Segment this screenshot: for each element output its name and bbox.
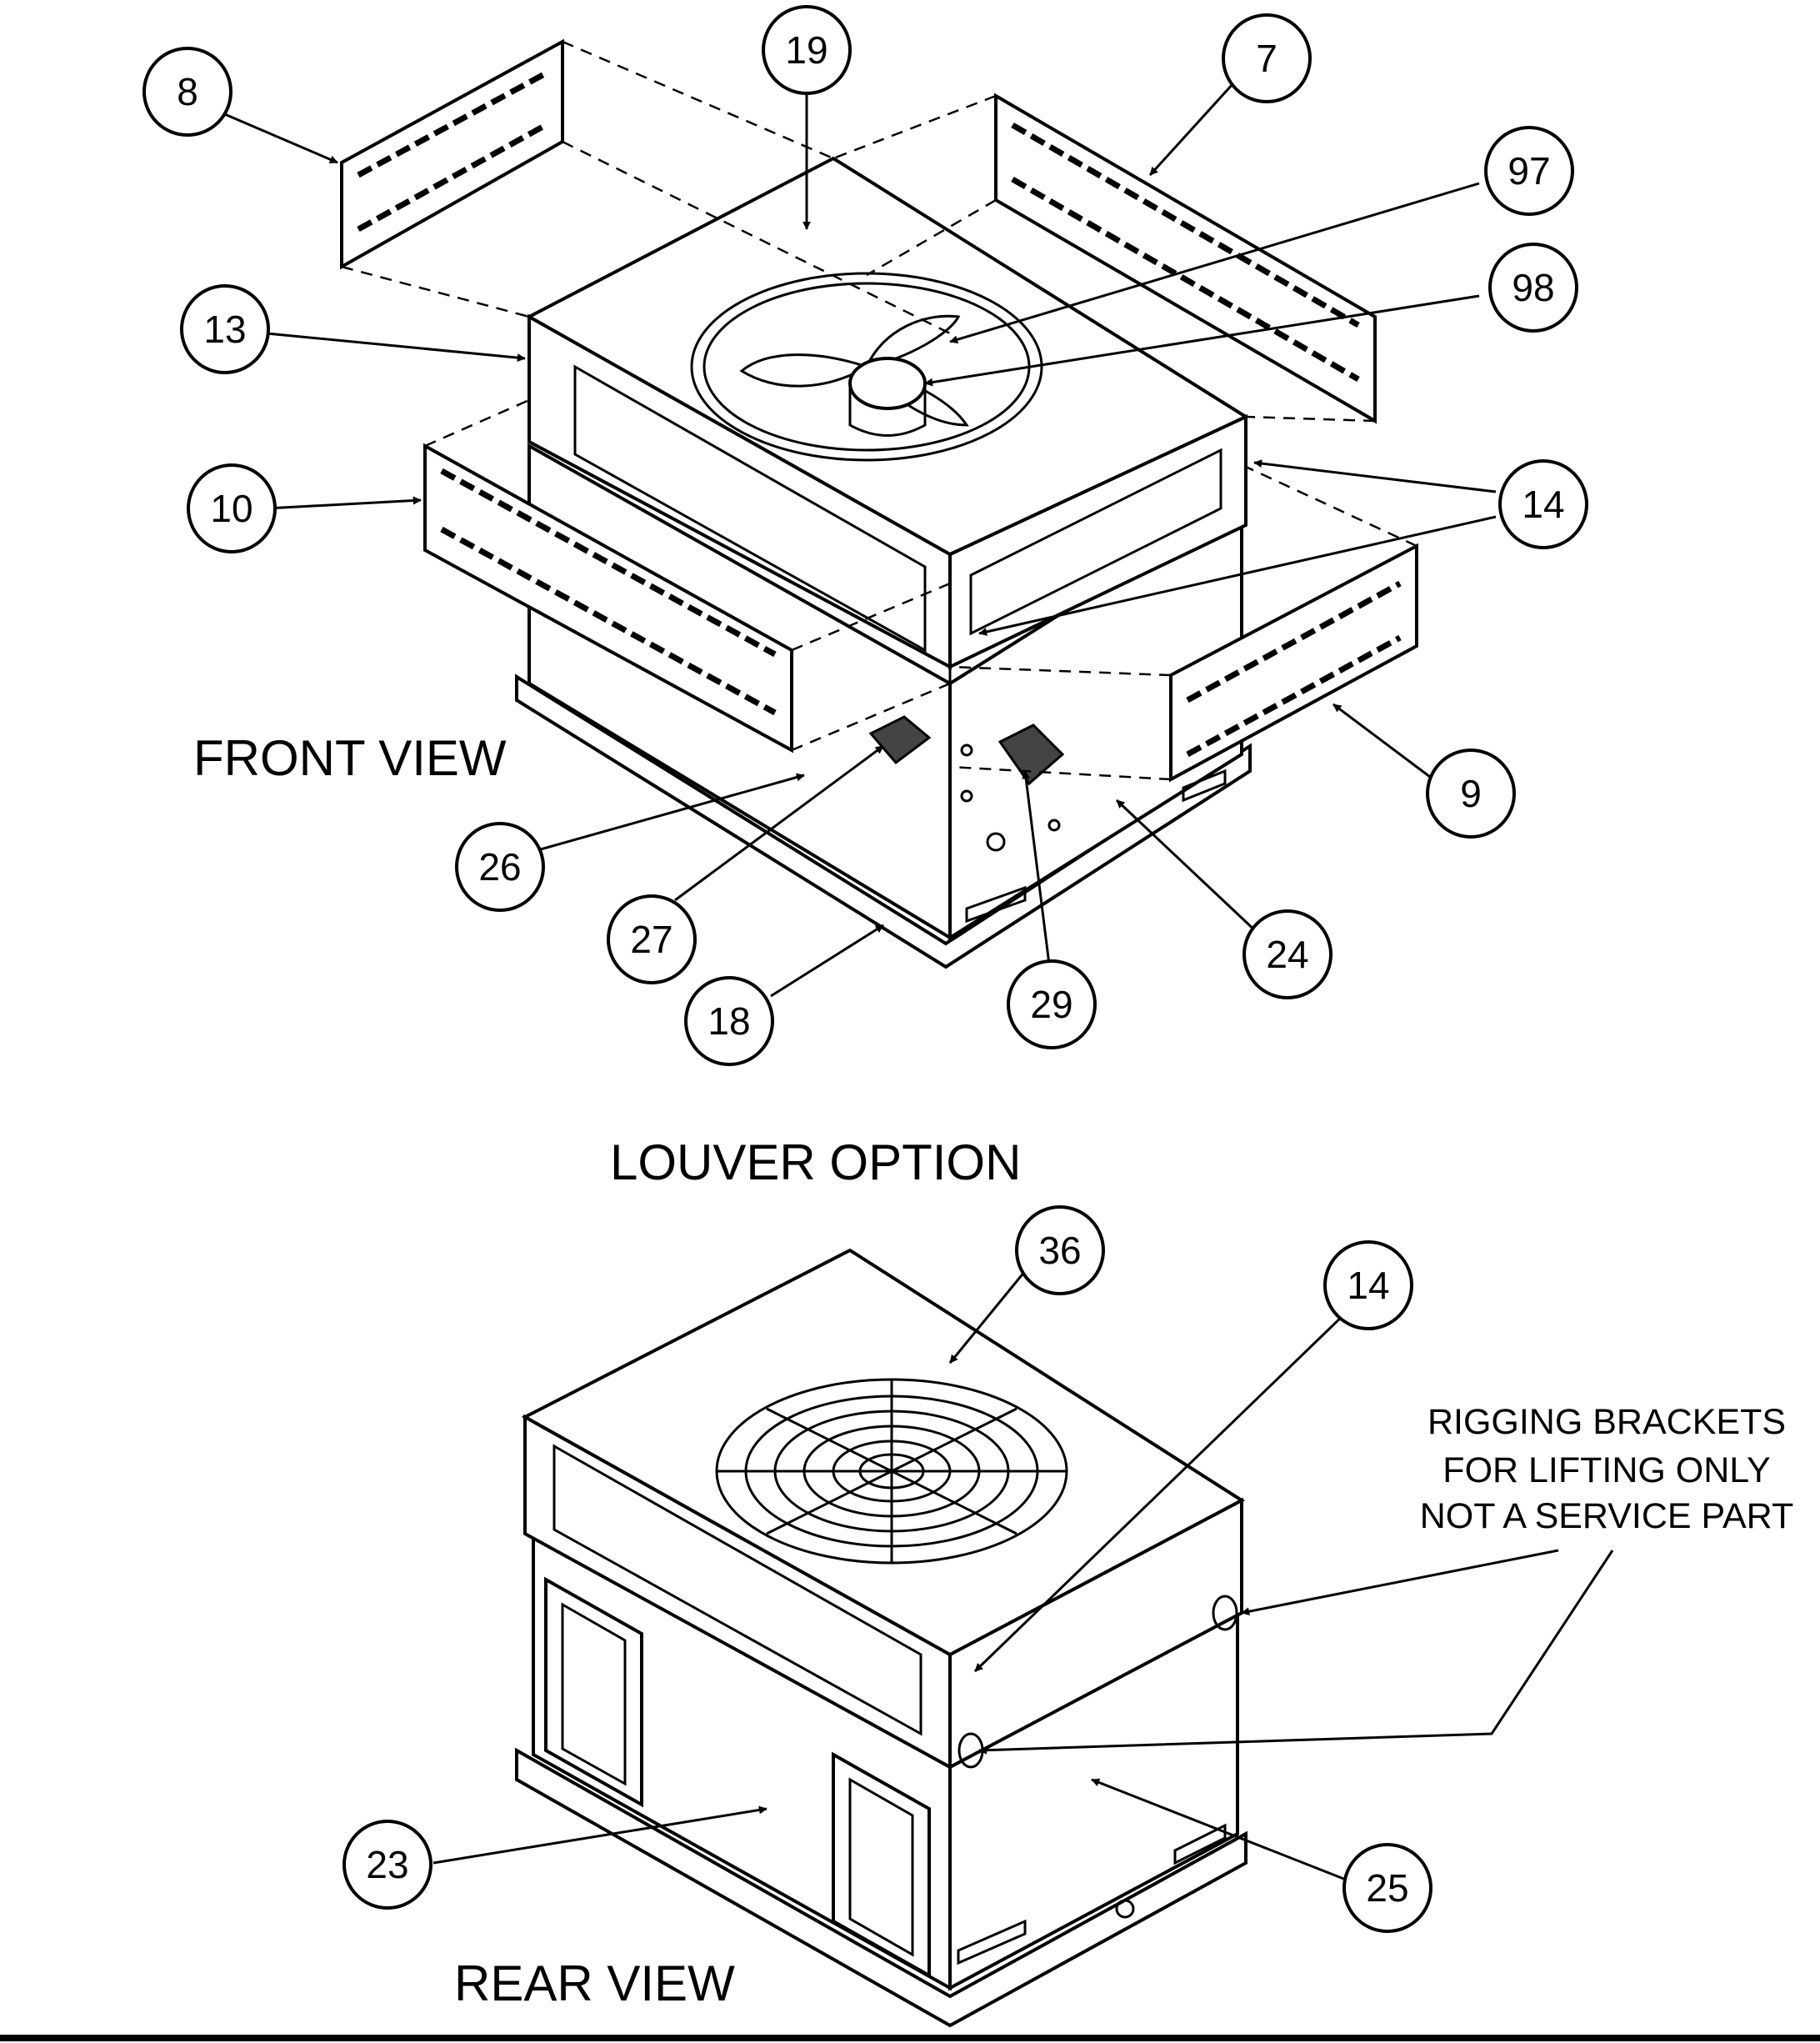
svg-text:27: 27 xyxy=(630,918,672,961)
rear-view-unit xyxy=(515,1248,1248,2028)
control-box-mark-27 xyxy=(868,715,932,765)
rear-base-rail xyxy=(515,1747,1248,2028)
front-view-unit xyxy=(515,156,1252,969)
louver-panels-front xyxy=(340,38,1418,783)
explode-lines xyxy=(341,40,1418,781)
svg-text:25: 25 xyxy=(1366,1866,1408,1910)
svg-text:14: 14 xyxy=(1522,483,1564,526)
svg-text:98: 98 xyxy=(1512,266,1554,309)
svg-text:NOT A SERVICE PART: NOT A SERVICE PART xyxy=(1420,1496,1793,1536)
svg-text:26: 26 xyxy=(478,845,521,889)
rear-view-label: REAR VIEW xyxy=(454,1955,735,2011)
svg-text:97: 97 xyxy=(1508,149,1550,193)
callout-7: 7 xyxy=(1222,13,1312,103)
callout-25: 25 xyxy=(1342,1843,1432,1933)
svg-text:9: 9 xyxy=(1460,772,1482,815)
callout-8: 8 xyxy=(142,47,232,137)
svg-text:36: 36 xyxy=(1038,1229,1081,1272)
leader-lines xyxy=(220,82,1614,1881)
base-rail xyxy=(515,673,1252,969)
svg-text:29: 29 xyxy=(1030,983,1072,1026)
callout-27: 27 xyxy=(607,894,697,984)
callout-18: 18 xyxy=(684,976,774,1066)
svg-text:7: 7 xyxy=(1256,37,1278,80)
callout-98: 98 xyxy=(1488,243,1578,333)
front-view-label: FRONT VIEW xyxy=(193,730,507,786)
fan-guard xyxy=(715,1378,1068,1565)
fan-motor xyxy=(848,357,927,410)
rigging-bracket-note: RIGGING BRACKETS FOR LIFTING ONLY NOT A … xyxy=(1420,1402,1793,1536)
fan-orifice xyxy=(690,272,1043,462)
callouts: 8 19 7 97 98 13 10 14 9 26 27 24 18 29 3… xyxy=(142,5,1588,1933)
callout-36: 36 xyxy=(1015,1205,1105,1295)
callout-14-rear: 14 xyxy=(1323,1240,1413,1330)
svg-text:FOR LIFTING ONLY: FOR LIFTING ONLY xyxy=(1442,1450,1770,1490)
callout-19: 19 xyxy=(762,5,852,95)
louver-panel-9 xyxy=(1169,543,1418,783)
callout-23: 23 xyxy=(342,1820,432,1910)
callout-26: 26 xyxy=(455,822,545,912)
callout-14-front: 14 xyxy=(1498,459,1588,549)
svg-text:RIGGING BRACKETS: RIGGING BRACKETS xyxy=(1428,1402,1786,1442)
svg-text:14: 14 xyxy=(1347,1264,1389,1307)
svg-text:10: 10 xyxy=(210,487,252,530)
svg-text:19: 19 xyxy=(785,28,828,72)
svg-text:8: 8 xyxy=(177,70,198,113)
callout-9: 9 xyxy=(1426,749,1516,839)
rear-access-opening-right xyxy=(832,1751,931,1979)
fan-blade xyxy=(739,353,870,388)
svg-text:23: 23 xyxy=(366,1843,408,1886)
coil-opening-left xyxy=(573,364,927,653)
callout-10: 10 xyxy=(187,463,277,553)
svg-text:24: 24 xyxy=(1266,933,1308,976)
callout-13: 13 xyxy=(180,284,270,374)
callout-97: 97 xyxy=(1484,126,1574,216)
rear-top-panel xyxy=(521,1248,1245,1657)
svg-text:18: 18 xyxy=(708,999,750,1043)
svg-text:13: 13 xyxy=(203,308,246,351)
control-box-mark-29 xyxy=(998,724,1065,786)
callout-29: 29 xyxy=(1007,959,1097,1049)
louver-option-label: LOUVER OPTION xyxy=(610,1134,1021,1190)
callout-24: 24 xyxy=(1242,909,1332,999)
louver-panel-8 xyxy=(340,38,564,270)
